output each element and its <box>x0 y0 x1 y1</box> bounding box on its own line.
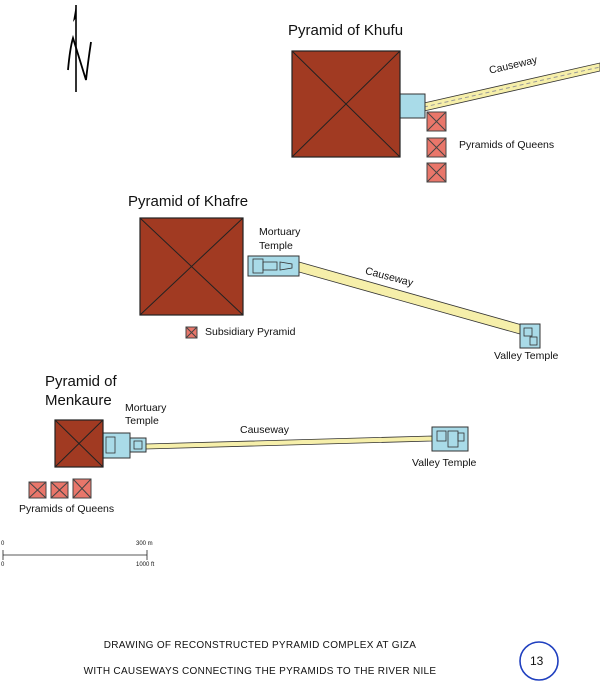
menkaure-causeway <box>145 435 433 450</box>
khufu-title: Pyramid of Khufu <box>288 22 404 39</box>
caption-line-1: DRAWING OF RECONSTRUCTED PYRAMID COMPLEX… <box>103 640 417 651</box>
menkaure-causeway-label: Causeway <box>240 424 290 436</box>
scale-metres-label: 300 m <box>136 541 153 547</box>
khafre-valley-label: Valley Temple <box>494 350 559 362</box>
menkaure-title-2: Menkaure <box>45 392 112 409</box>
scale-bar <box>2 550 148 560</box>
menkaure-valley-label: Valley Temple <box>412 457 477 469</box>
north-arrow-icon <box>67 5 92 92</box>
khufu-mortuary-temple <box>399 93 426 119</box>
menkaure-queens-label: Pyramids of Queens <box>19 503 115 515</box>
khufu-queen-pyramids <box>426 111 447 183</box>
pyramid-of-khufu <box>291 50 401 158</box>
khafre-mortuary-label-2: Temple <box>259 240 293 252</box>
menkaure-mortuary-label-2: Temple <box>125 415 159 427</box>
khafre-title: Pyramid of Khafre <box>128 193 249 210</box>
scale-zero-top: 0 <box>1 541 5 547</box>
menkaure-mortuary-label-1: Mortuary <box>125 402 167 414</box>
pyramid-of-khafre <box>139 217 244 316</box>
khafre-subsidiary-label: Subsidiary Pyramid <box>205 326 296 338</box>
khafre-causeway <box>298 261 523 335</box>
caption-line-2: WITH CAUSEWAYS CONNECTING THE PYRAMIDS T… <box>83 666 437 677</box>
page-number-circle <box>519 641 559 681</box>
khafre-valley-temple <box>519 323 541 349</box>
khafre-mortuary-temple <box>247 255 300 277</box>
page-number: 13 <box>530 654 544 668</box>
scale-feet-label: 1000 ft <box>136 562 155 568</box>
khufu-queens-label: Pyramids of Queens <box>459 139 555 151</box>
menkaure-valley-temple <box>431 426 469 452</box>
scale-zero-bottom: 0 <box>1 562 5 568</box>
khafre-mortuary-label-1: Mortuary <box>259 226 301 238</box>
menkaure-title-1: Pyramid of <box>45 373 117 390</box>
pyramid-of-menkaure <box>54 419 104 468</box>
khafre-subsidiary-pyramid <box>185 326 198 339</box>
menkaure-queen-pyramids <box>28 478 92 499</box>
menkaure-mortuary-temple <box>101 432 147 459</box>
